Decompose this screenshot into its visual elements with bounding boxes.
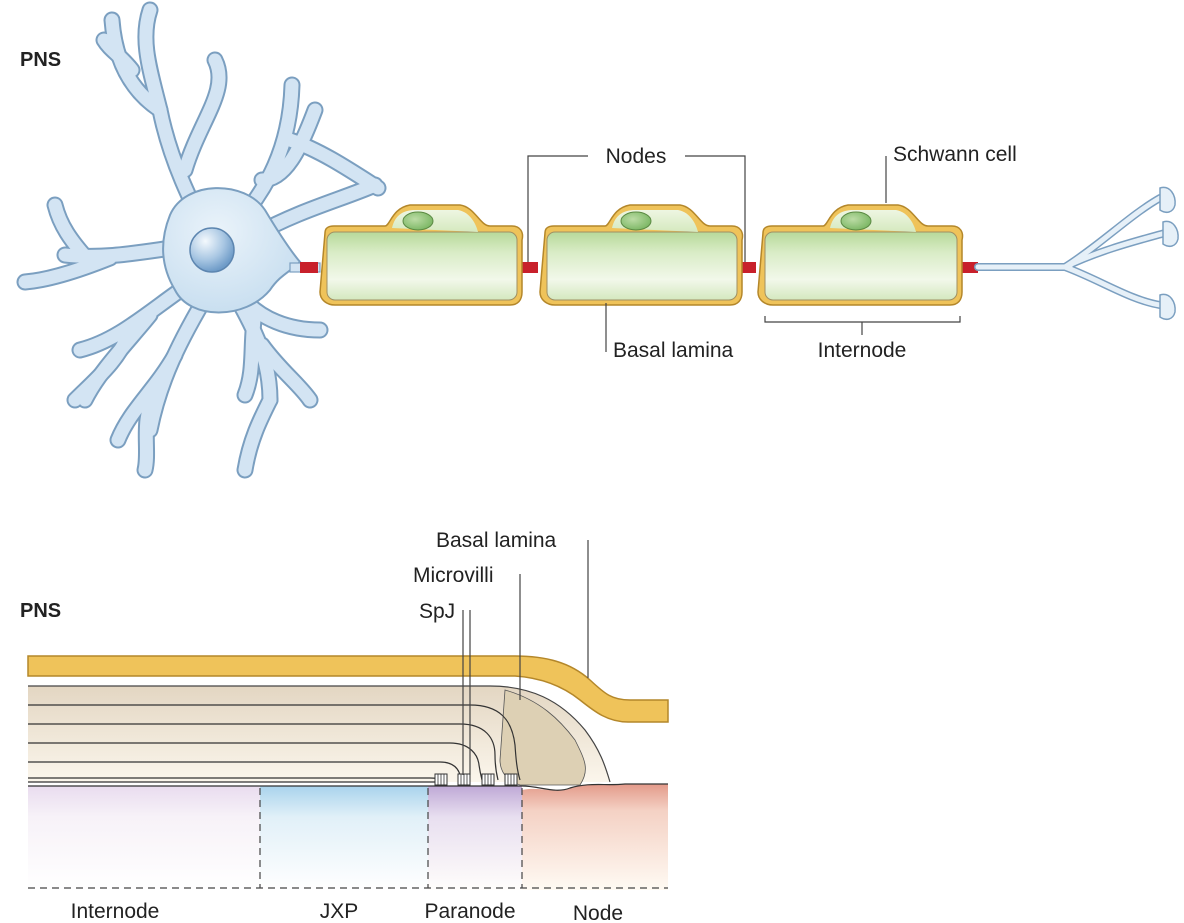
region-paranode <box>428 786 522 890</box>
region-label-node: Node <box>573 902 623 923</box>
top-panel-title: PNS <box>20 49 61 71</box>
schwann-segment <box>758 205 963 305</box>
label-internode-top: Internode <box>818 339 907 362</box>
schwann-segment <box>320 205 523 305</box>
label-basal-lamina-bottom: Basal lamina <box>436 529 557 552</box>
region-internode <box>28 786 260 890</box>
region-jxp <box>260 786 428 890</box>
region-label-paranode: Paranode <box>424 900 515 923</box>
node-marker <box>300 262 318 273</box>
region-label-internode: Internode <box>71 900 160 923</box>
bottom-panel-title: PNS <box>20 600 61 622</box>
label-spj: SpJ <box>419 600 455 623</box>
label-nodes: Nodes <box>606 145 667 168</box>
label-schwann-cell: Schwann cell <box>893 143 1017 166</box>
myelin-sheath <box>28 686 610 785</box>
label-basal-lamina-top: Basal lamina <box>613 339 734 362</box>
region-label-jxp: JXP <box>320 900 359 923</box>
schwann-segment <box>540 205 743 305</box>
label-microvilli: Microvilli <box>413 564 494 587</box>
axon-terminal <box>978 187 1178 319</box>
neuron-nucleus <box>190 228 234 272</box>
region-node <box>522 784 668 890</box>
